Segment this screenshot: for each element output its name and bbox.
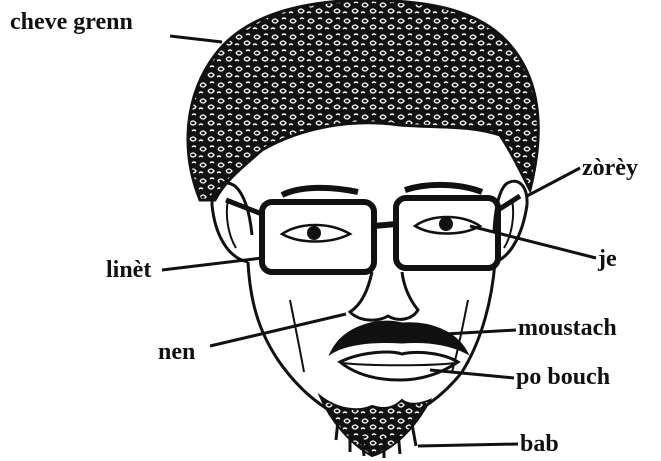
hair-shape (188, 0, 538, 200)
label-nose: nen (158, 340, 195, 364)
label-moustache: moustach (518, 316, 617, 340)
moustache-shape (332, 322, 466, 352)
label-glasses: linèt (106, 258, 151, 282)
label-mouth: po bouch (516, 365, 610, 389)
label-beard: bab (520, 432, 559, 456)
label-hair: cheve grenn (10, 10, 133, 34)
label-ear: zòrèy (582, 156, 638, 180)
label-eye: je (598, 247, 617, 271)
